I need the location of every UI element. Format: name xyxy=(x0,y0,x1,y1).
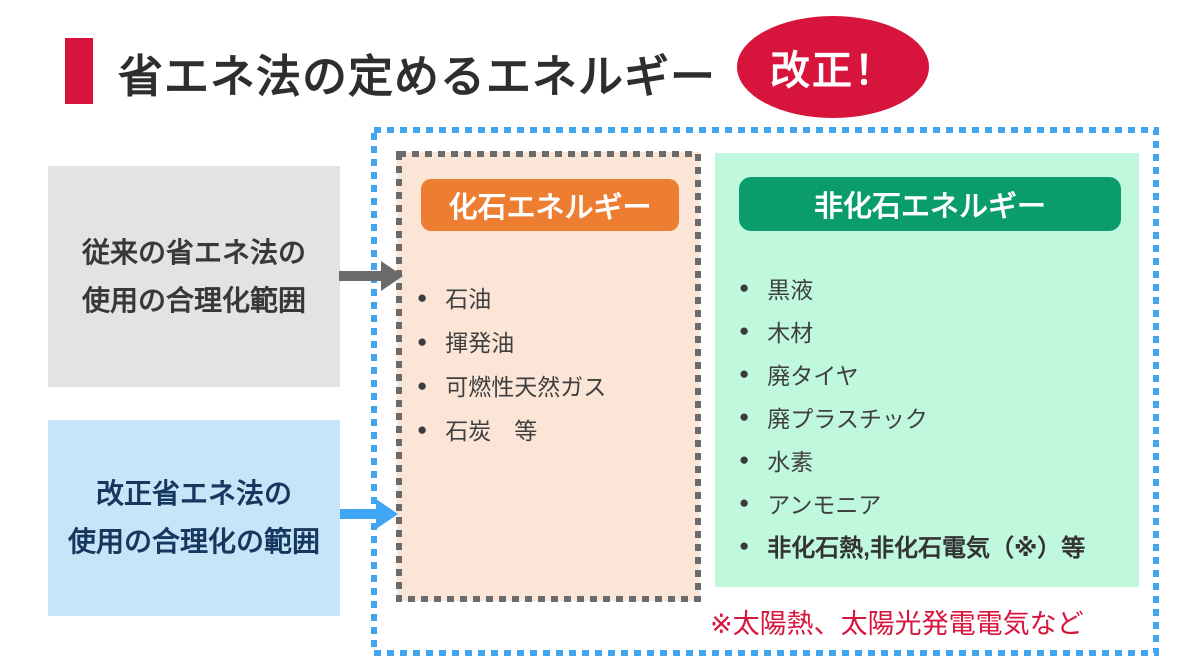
title-accent-bar xyxy=(65,38,93,104)
list-item: ● 廃タイヤ xyxy=(739,352,1085,395)
revised-scope-box: 改正省エネ法の 使用の合理化の範囲 xyxy=(48,420,340,616)
bullet-icon: ● xyxy=(417,419,428,439)
revised-scope-line2: 使用の合理化の範囲 xyxy=(67,526,320,557)
non-fossil-item-label: 廃タイヤ xyxy=(767,362,859,389)
previous-scope-line1: 従来の省エネ法の xyxy=(81,236,306,268)
revision-badge: 改正！ xyxy=(737,16,929,118)
fossil-energy-header: 化石エネルギー xyxy=(421,179,679,231)
bullet-icon: ● xyxy=(739,450,750,469)
list-item: ● 揮発油 xyxy=(417,319,606,363)
non-fossil-energy-list: ● 黒液 ● 木材 ● 廃タイヤ ● 廃プラスチック ● 水素 ● アンモニア … xyxy=(739,266,1085,567)
fossil-energy-list: ● 石油 ● 揮発油 ● 可燃性天然ガス ● 石炭 等 xyxy=(417,275,606,451)
revised-scope-arrow-icon xyxy=(340,499,398,529)
non-fossil-item-label: 木材 xyxy=(767,319,814,346)
non-fossil-energy-title: 非化石エネルギー xyxy=(813,191,1046,223)
bullet-icon: ● xyxy=(739,493,750,512)
revision-badge-label: 改正！ xyxy=(770,49,896,93)
list-item: ● アンモニア xyxy=(739,481,1085,524)
bullet-icon: ● xyxy=(739,278,750,297)
non-fossil-item-label: 非化石熱,非化石電気（※）等 xyxy=(767,535,1086,562)
fossil-item-label: 石油 xyxy=(445,286,492,312)
previous-scope-line2: 使用の合理化範囲 xyxy=(81,284,306,316)
non-fossil-item-label: 廃プラスチック xyxy=(767,405,928,432)
list-item: ● 非化石熱,非化石電気（※）等 xyxy=(739,524,1085,567)
revised-scope-line1: 改正省エネ法の xyxy=(95,478,292,509)
page-title: 省エネ法の定めるエネルギー xyxy=(118,51,717,102)
bullet-icon: ● xyxy=(417,287,428,307)
list-item: ● 廃プラスチック xyxy=(739,395,1085,438)
fossil-item-label: 揮発油 xyxy=(445,330,515,356)
non-fossil-energy-header: 非化石エネルギー xyxy=(739,177,1121,231)
list-item: ● 黒液 xyxy=(739,266,1085,309)
bullet-icon: ● xyxy=(739,536,750,555)
bullet-icon: ● xyxy=(417,375,428,395)
list-item: ● 石油 xyxy=(417,275,606,319)
non-fossil-item-label: 水素 xyxy=(767,448,814,475)
bullet-icon: ● xyxy=(739,407,750,426)
non-fossil-item-label: 黒液 xyxy=(767,276,814,303)
list-item: ● 石炭 等 xyxy=(417,407,606,451)
bullet-icon: ● xyxy=(739,364,750,383)
previous-scope-box: 従来の省エネ法の 使用の合理化範囲 xyxy=(48,166,340,387)
non-fossil-item-label: アンモニア xyxy=(767,491,882,518)
bullet-icon: ● xyxy=(739,321,750,340)
bullet-icon: ● xyxy=(417,331,428,351)
fossil-item-label: 石炭 等 xyxy=(445,418,538,444)
fossil-item-label: 可燃性天然ガス xyxy=(445,374,607,400)
list-item: ● 可燃性天然ガス xyxy=(417,363,606,407)
footnote-text: ※太陽熱、太陽光発電電気など xyxy=(710,609,1084,639)
fossil-energy-title: 化石エネルギー xyxy=(448,192,652,224)
list-item: ● 水素 xyxy=(739,438,1085,481)
list-item: ● 木材 xyxy=(739,309,1085,352)
previous-scope-arrow-icon xyxy=(339,261,403,291)
